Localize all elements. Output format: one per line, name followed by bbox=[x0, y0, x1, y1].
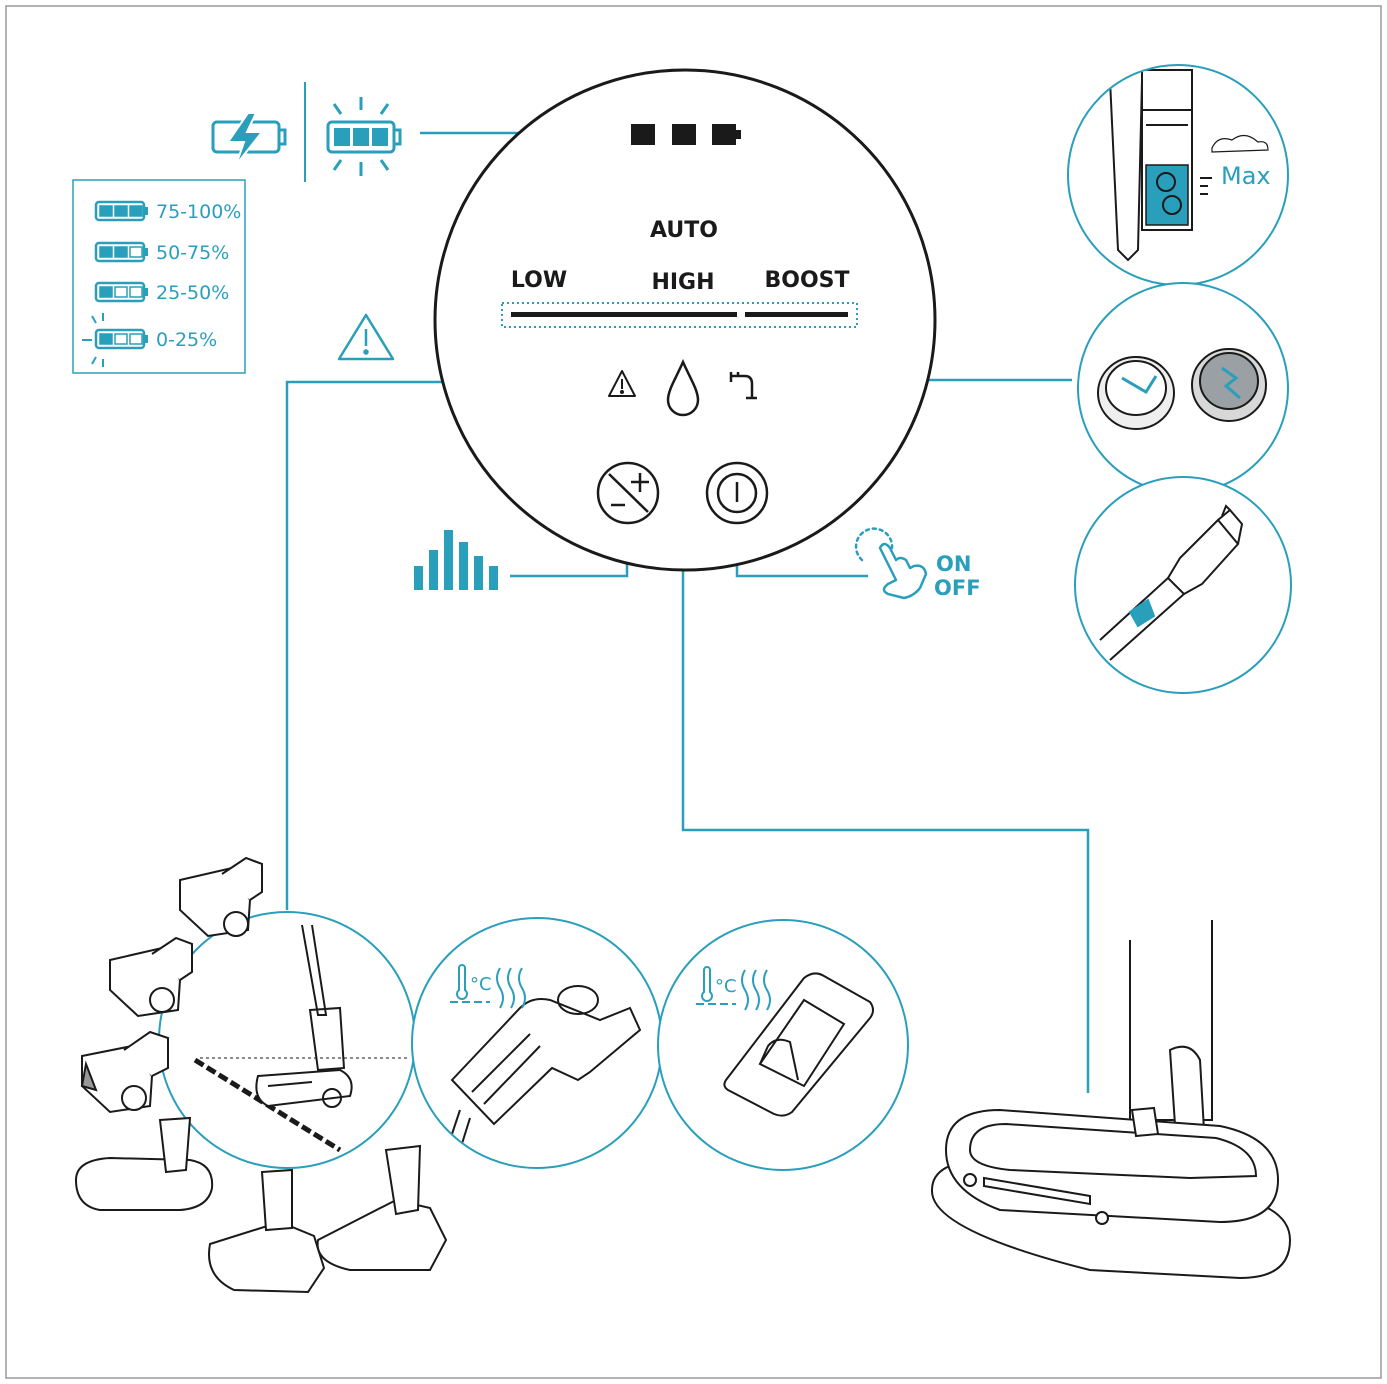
suction-bars-icon bbox=[414, 530, 498, 590]
vacuum-floor-callout bbox=[158, 911, 416, 1169]
water-drop-icon bbox=[666, 358, 700, 417]
tap-icon bbox=[729, 372, 757, 400]
battery-cell-filled bbox=[114, 246, 128, 258]
thermometer-heat-icon: °C bbox=[696, 966, 771, 1011]
mop-pad-callout: °C bbox=[657, 919, 909, 1171]
water-tank-callout: Max bbox=[1067, 64, 1289, 286]
blinking-battery-icon bbox=[326, 97, 402, 176]
battery-cell-empty bbox=[129, 246, 143, 258]
battery-level-tip bbox=[144, 207, 148, 215]
page-frame bbox=[5, 5, 1382, 1379]
on-label: ON bbox=[936, 552, 971, 576]
battery-cell-filled bbox=[99, 205, 113, 217]
battery-cell-filled bbox=[114, 205, 128, 217]
battery-cell-empty bbox=[114, 333, 128, 345]
battery-legend-box bbox=[72, 179, 246, 374]
suction-adjust-button[interactable] bbox=[596, 461, 660, 525]
svg-text:°C: °C bbox=[470, 974, 492, 995]
off-label: OFF bbox=[934, 576, 981, 600]
battery-level-tip bbox=[144, 335, 148, 343]
mode-high-label: HIGH bbox=[651, 270, 714, 295]
control-panel bbox=[433, 68, 937, 572]
mode-bar-highlight bbox=[501, 302, 858, 328]
battery-level-tip bbox=[144, 288, 148, 296]
mode-auto-label: AUTO bbox=[650, 218, 718, 243]
battery-level-label: 25-50% bbox=[156, 282, 229, 304]
warning-icon bbox=[337, 313, 395, 361]
battery-cell-filled bbox=[99, 333, 113, 345]
low-battery-blink-marks bbox=[82, 313, 104, 367]
mop-base bbox=[930, 920, 1292, 1280]
charging-battery-icon bbox=[211, 112, 287, 166]
mode-bar-boost bbox=[745, 312, 848, 317]
battery-cell-filled bbox=[99, 246, 113, 258]
nozzle-callout bbox=[1074, 476, 1292, 694]
battery-cell-empty bbox=[129, 286, 143, 298]
battery-level-row: 75-100% bbox=[94, 200, 241, 223]
svg-text:°C: °C bbox=[715, 976, 737, 997]
battery-level-label: 0-25% bbox=[156, 329, 217, 351]
water-tank-fill bbox=[1145, 164, 1189, 226]
mini-brush-callout: °C bbox=[411, 917, 663, 1169]
suction-adjust-icon bbox=[608, 473, 649, 513]
mode-boost-label: BOOST bbox=[764, 268, 849, 293]
power-button[interactable] bbox=[705, 461, 769, 525]
mode-bar-low-high bbox=[511, 312, 737, 317]
thermometer-heat-icon: °C bbox=[450, 964, 526, 1009]
battery-level-row: 25-50% bbox=[94, 281, 229, 304]
filter-callout bbox=[1077, 282, 1289, 494]
battery-level-tip bbox=[144, 248, 148, 256]
battery-cell-filled bbox=[99, 286, 113, 298]
max-label: Max bbox=[1221, 162, 1271, 190]
battery-cell-empty bbox=[114, 286, 128, 298]
mode-low-label: LOW bbox=[511, 268, 567, 293]
battery-level-row: 50-75% bbox=[94, 241, 229, 264]
touch-hand-icon bbox=[854, 527, 928, 600]
attachments-stack bbox=[74, 856, 448, 1294]
battery-level-row: 0-25% bbox=[94, 328, 217, 351]
panel-warning-icon bbox=[608, 370, 636, 397]
battery-indicator-icon bbox=[631, 124, 741, 145]
battery-level-label: 50-75% bbox=[156, 242, 229, 264]
battery-cell-empty bbox=[129, 333, 143, 345]
battery-cell-filled bbox=[129, 205, 143, 217]
power-icon bbox=[716, 472, 758, 514]
battery-legend: 75-100% 50-75% 25-50% 0-25% bbox=[94, 200, 241, 351]
battery-level-label: 75-100% bbox=[156, 201, 241, 223]
